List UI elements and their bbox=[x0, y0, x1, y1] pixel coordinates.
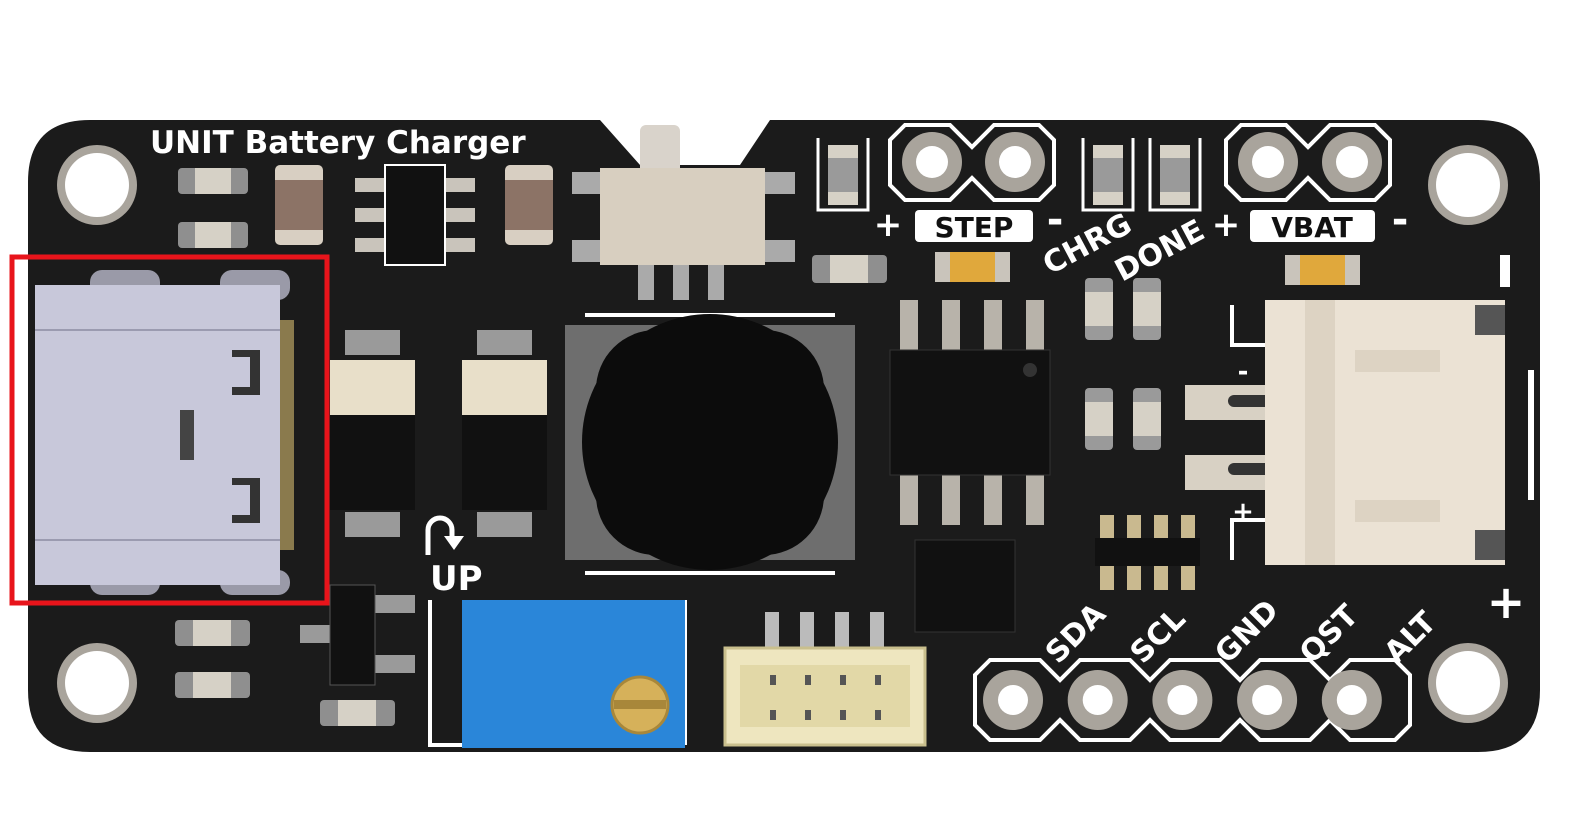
trimmer-potentiometer[interactable] bbox=[462, 600, 685, 748]
inductor bbox=[565, 314, 855, 570]
resistor-array bbox=[1095, 515, 1200, 590]
passive-components bbox=[175, 165, 887, 726]
rotate-arrow-icon bbox=[425, 515, 455, 555]
battery-minus-mark bbox=[1500, 255, 1510, 287]
highlight-box bbox=[9, 254, 330, 606]
passive-components bbox=[1085, 278, 1161, 450]
usb-c-connector bbox=[35, 270, 294, 595]
soic-ic bbox=[889, 300, 1051, 525]
pin-alt[interactable] bbox=[1321, 670, 1382, 730]
connector-plus-small: + bbox=[1232, 497, 1254, 527]
step-plus: + bbox=[874, 205, 903, 245]
transistor bbox=[300, 584, 415, 686]
step-header[interactable] bbox=[888, 123, 1056, 202]
mounting-hole bbox=[57, 643, 137, 723]
vbat-minus: - bbox=[1392, 197, 1409, 243]
slide-switch[interactable] bbox=[572, 125, 795, 300]
step-label: STEP bbox=[935, 211, 1014, 244]
battery-connector[interactable] bbox=[1185, 300, 1505, 565]
diode bbox=[462, 330, 547, 537]
sot-ic bbox=[355, 164, 475, 266]
step-minus: - bbox=[1047, 197, 1064, 243]
pin-scl[interactable] bbox=[1067, 670, 1128, 730]
pin-gnd[interactable] bbox=[1152, 670, 1213, 730]
battery-plus-label: + bbox=[1487, 575, 1526, 629]
bottom-pin-header[interactable] bbox=[983, 670, 1382, 730]
mounting-hole bbox=[1428, 643, 1508, 723]
vbat-plus: + bbox=[1212, 205, 1241, 245]
i2c-connector[interactable] bbox=[723, 612, 927, 747]
led-done bbox=[1148, 138, 1202, 212]
qfn-ic bbox=[914, 539, 1016, 633]
resistor bbox=[935, 252, 1010, 282]
diode bbox=[330, 330, 415, 537]
vbat-label: VBAT bbox=[1271, 211, 1353, 244]
mounting-hole bbox=[1428, 145, 1508, 225]
vbat-header[interactable] bbox=[1224, 123, 1392, 202]
pin-qst[interactable] bbox=[1237, 670, 1298, 730]
connector-minus-small: - bbox=[1238, 357, 1249, 387]
board-title: UNIT Battery Charger bbox=[150, 125, 526, 161]
resistor bbox=[1285, 255, 1360, 285]
trimmer-up-label: UP bbox=[430, 559, 483, 599]
mounting-hole bbox=[57, 145, 137, 225]
led bbox=[816, 138, 870, 212]
pin-sda[interactable] bbox=[983, 670, 1043, 730]
led-chrg bbox=[1081, 138, 1135, 212]
